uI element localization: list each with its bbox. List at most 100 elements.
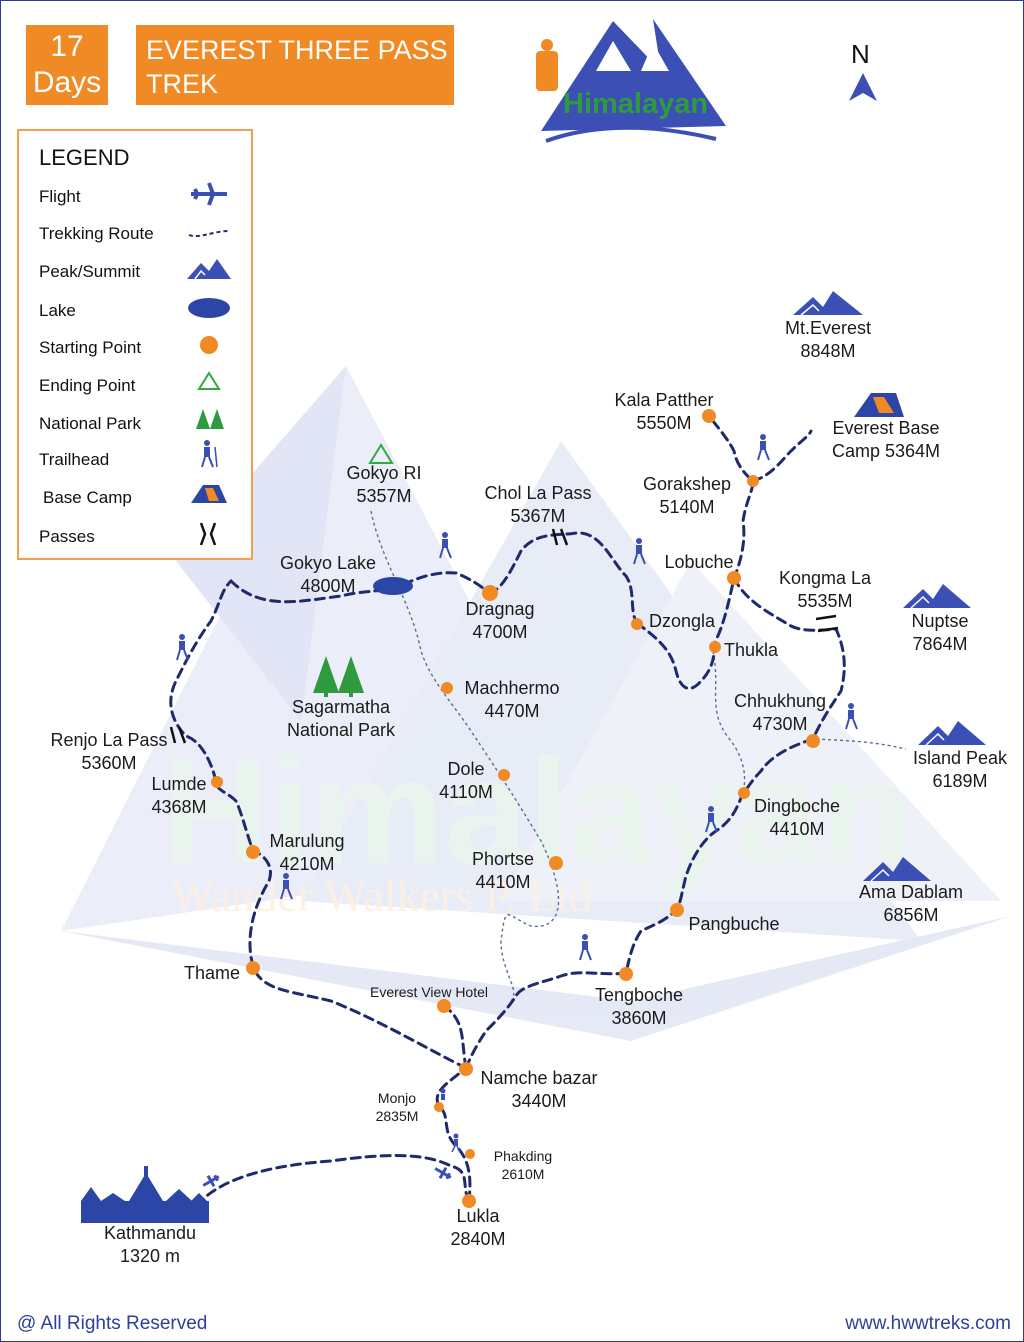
- label-thukla: Thukla: [723, 640, 779, 660]
- dzongla-point: [631, 618, 643, 630]
- peak-icons: [793, 291, 986, 882]
- ending-point-triangle-icon: [368, 443, 394, 464]
- copyright-text: @ All Rights Reserved: [17, 1313, 208, 1334]
- everest-view-hotel-point: [437, 999, 451, 1013]
- company-logo: Himalayan Wander Walkers P. Ltd: [536, 19, 726, 143]
- hiker-icons: [176, 434, 858, 1153]
- kathmandu-skyline-icon: [81, 1166, 209, 1223]
- green-triangle-icon: [197, 371, 221, 390]
- days-badge: 17 Days: [26, 25, 108, 105]
- nuptse-peak-icon: [903, 584, 971, 609]
- mountain-peak-icon: [187, 259, 231, 280]
- label-dzongla: Dzongla: [648, 611, 716, 631]
- hiker-icon: [451, 1133, 461, 1153]
- national-park-trees-icon: [313, 656, 364, 697]
- trek-title-line1: EVEREST THREE PASS: [146, 35, 448, 65]
- legend-item-trailhead: Trailhead: [39, 450, 110, 469]
- hiker-icon: [633, 538, 646, 565]
- legend-title: LEGEND: [39, 145, 130, 170]
- legend-item-starting-point: Starting Point: [39, 338, 142, 357]
- dashed-route-icon: [188, 230, 230, 238]
- hiker-icon: [280, 873, 293, 900]
- ama-dablam-peak-icon: [863, 857, 931, 882]
- gorakshep-point: [747, 475, 759, 487]
- days-label: Days: [32, 66, 102, 99]
- dingboche-point: [738, 787, 750, 799]
- base-camp-tent-icon: [854, 393, 904, 417]
- label-thame: Thame: [183, 963, 241, 983]
- label-lobuche: Lobuche: [664, 552, 734, 572]
- lobuche-point: [727, 571, 741, 585]
- trek-title-badge: EVEREST THREE PASS TREK: [136, 25, 454, 105]
- svg-text:Wander Walkers P. Ltd: Wander Walkers P. Ltd: [171, 870, 592, 921]
- orange-dot-icon: [200, 336, 218, 354]
- plane-icon: [202, 1174, 220, 1187]
- lake-icon: [188, 298, 230, 318]
- chol-la-pass-icon: [551, 528, 569, 546]
- tent-icon: [191, 485, 227, 503]
- dragnag-point: [482, 585, 498, 601]
- namche-bazar-point: [459, 1062, 473, 1076]
- lumde-point: [211, 776, 223, 788]
- phakding-point: [465, 1149, 475, 1159]
- hiker-icon: [440, 1088, 446, 1100]
- legend-item-flight: Flight: [39, 187, 81, 206]
- legend-item-ending-point: Ending Point: [39, 376, 136, 395]
- watermark: Himalayan Wander Walkers P. Ltd: [161, 727, 911, 921]
- plane-icon: [191, 182, 227, 206]
- marulung-point: [246, 845, 260, 859]
- legend-item-national-park: National Park: [39, 414, 142, 433]
- trek-title-line2: TREK: [146, 69, 219, 99]
- hiker-icon: [757, 434, 770, 461]
- svg-text:Wander Walkers P. Ltd: Wander Walkers P. Ltd: [566, 118, 658, 129]
- machhermo-point: [441, 682, 453, 694]
- website-link[interactable]: www.hwwtreks.com: [845, 1313, 1011, 1334]
- compass-label: N: [851, 39, 870, 69]
- kala-patther-point: [702, 409, 716, 423]
- hiker-icon: [705, 806, 718, 833]
- label-everest-view-hotel: Everest View Hotel: [369, 984, 488, 1000]
- gokyo-lake-icon: [373, 577, 413, 595]
- lukla-point: [462, 1194, 476, 1208]
- kongma-la-pass-icon: [815, 614, 839, 633]
- monjo-point: [434, 1102, 444, 1112]
- tengboche-point: [619, 967, 633, 981]
- pine-trees-icon: [196, 409, 224, 429]
- route-points: [211, 409, 820, 1208]
- plane-icon: [434, 1167, 452, 1180]
- thame-point: [246, 961, 260, 975]
- island-peak-icon: [918, 721, 986, 746]
- legend-item-base-camp: Base Camp: [43, 488, 132, 507]
- side-trails: [370, 510, 907, 1002]
- legend-item-lake: Lake: [39, 301, 76, 320]
- legend-box: LEGEND Flight Trekking Route Peak/Summit…: [17, 129, 253, 560]
- pass-icons: [169, 528, 839, 744]
- hiker-icon: [845, 703, 858, 730]
- legend-item-trekking-route: Trekking Route: [39, 224, 154, 243]
- renjo-la-pass-icon: [169, 726, 187, 744]
- phortse-point: [549, 856, 563, 870]
- svg-text:Himalayan: Himalayan: [161, 727, 911, 895]
- dole-point: [498, 769, 510, 781]
